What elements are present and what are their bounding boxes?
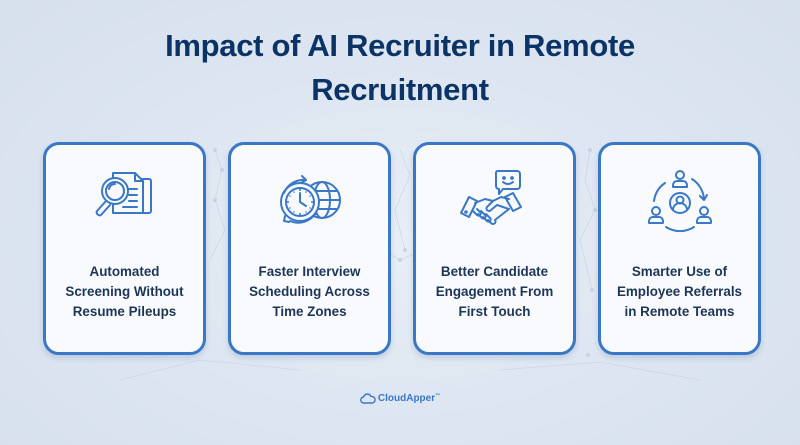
- referral-network-icon: [647, 170, 712, 233]
- title-line-2: Recruitment: [311, 72, 489, 107]
- handshake-chat-icon: [459, 170, 522, 225]
- cloud-logo-icon: [359, 393, 376, 404]
- brand-logo: CloudApper™: [0, 393, 800, 404]
- card-label: Faster Interview Scheduling Across Time …: [249, 264, 370, 319]
- card-candidate-engagement: Better Candidate Engagement From First T…: [413, 142, 576, 355]
- clock-globe-icon: [279, 175, 341, 224]
- card-employee-referrals: Smarter Use of Employee Referrals in Rem…: [598, 142, 761, 355]
- title-line-1: Impact of AI Recruiter in Remote: [165, 28, 635, 63]
- brand-name: CloudApper: [377, 393, 436, 405]
- card-label: Better Candidate Engagement From First T…: [435, 264, 554, 319]
- page-title: Impact of AI Recruiter in Remote Recruit…: [0, 24, 800, 112]
- card-label: Automated Screening Without Resume Pileu…: [65, 264, 184, 319]
- card-automated-screening: Automated Screening Without Resume Pileu…: [43, 142, 206, 355]
- card-faster-scheduling: Faster Interview Scheduling Across Time …: [228, 142, 391, 355]
- card-label: Smarter Use of Employee Referrals in Rem…: [616, 264, 743, 319]
- document-search-icon: [95, 172, 152, 217]
